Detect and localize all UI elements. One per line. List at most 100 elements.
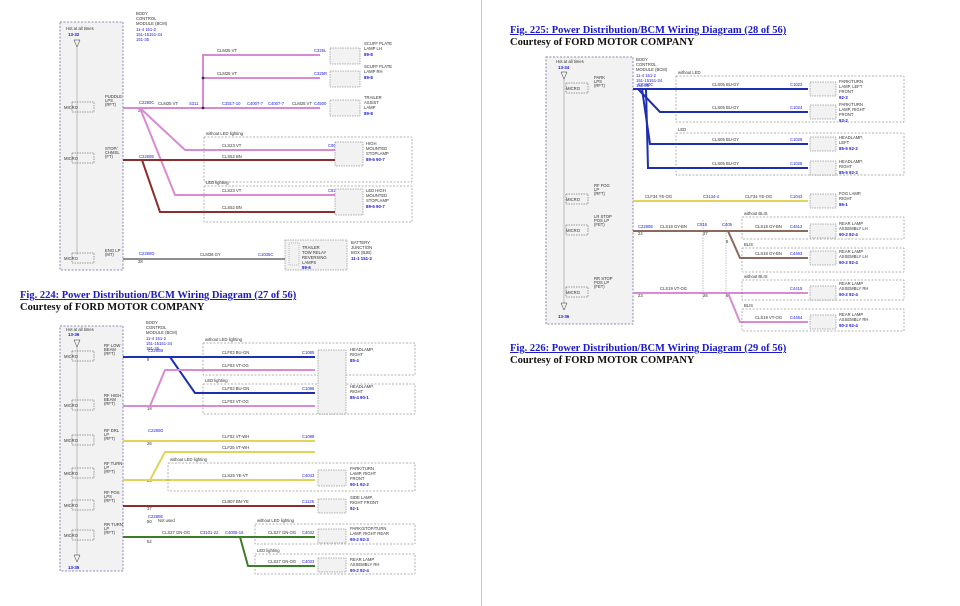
svg-text:C3317-10: C3317-10 — [222, 101, 241, 106]
svg-text:6: 6 — [726, 239, 729, 244]
svg-text:C405: C405 — [722, 222, 733, 227]
svg-text:CONTROL: CONTROL — [146, 325, 167, 330]
svg-text:92-2: 92-2 — [839, 95, 848, 100]
wire-cls18 — [633, 230, 808, 259]
svg-text:without BLIS: without BLIS — [744, 211, 768, 216]
svg-text:ENG LP: ENG LP — [105, 248, 121, 253]
svg-text:C3134-4: C3134-4 — [703, 194, 720, 199]
svg-text:FRONT: FRONT — [839, 89, 854, 94]
svg-text:HEADLAMP,: HEADLAMP, — [350, 347, 374, 352]
svg-text:C1043: C1043 — [790, 194, 803, 199]
svg-text:(FET): (FET) — [594, 222, 605, 227]
svg-text:RIGHT FRONT: RIGHT FRONT — [350, 500, 379, 505]
svg-text:(RFT): (RFT) — [104, 436, 116, 441]
svg-text:(RFT): (RFT) — [104, 530, 116, 535]
svg-text:27: 27 — [703, 231, 708, 236]
svg-text:PARK: PARK — [594, 75, 605, 80]
svg-text:POS LP: POS LP — [594, 280, 609, 285]
svg-text:11-4 151-2: 11-4 151-2 — [136, 27, 157, 32]
load-rear-lamp-lh-2: REAR LAMP ASSEMBLY LH 90-2 92-4 — [809, 249, 868, 266]
fig-224-link[interactable]: Fig. 224: Power Distribution/BCM Wiring … — [20, 290, 297, 301]
svg-text:C2280B: C2280B — [148, 348, 163, 353]
svg-text:MOUNTED: MOUNTED — [366, 146, 387, 151]
svg-text:RIGHT: RIGHT — [839, 196, 852, 201]
svg-text:ASSEMBLY RH: ASSEMBLY RH — [350, 562, 379, 567]
svg-text:CLS52 BN: CLS52 BN — [222, 205, 242, 210]
svg-text:LPS: LPS — [594, 79, 602, 84]
svg-text:without LED lighting: without LED lighting — [170, 457, 208, 462]
load-rear-lamp-assembly-rh: REAR LAMP ASSEMBLY RH 90-2 92-4 — [317, 557, 379, 573]
svg-text:CLS23 VT: CLS23 VT — [222, 143, 242, 148]
fig-226-link[interactable]: Fig. 226: Power Distribution/BCM Wiring … — [510, 343, 787, 354]
svg-text:BODY: BODY — [636, 57, 648, 62]
svg-text:(FT): (FT) — [105, 154, 114, 159]
svg-text:C1024: C1024 — [790, 105, 803, 110]
svg-text:STOPLAMP: STOPLAMP — [366, 151, 389, 156]
svg-text:CLS19 VT-OG: CLS19 VT-OG — [660, 286, 687, 291]
load-park-stop-turn-right-rear: PARK/STOP/TURN LAMP, RIGHT REAR 90-2 92-… — [317, 526, 389, 544]
svg-text:52: 52 — [147, 539, 152, 544]
svg-text:CLS52 BN: CLS52 BN — [222, 154, 242, 159]
figure-caption-224: Fig. 224: Power Distribution/BCM Wiring … — [20, 290, 296, 302]
wire-clf03-bu — [123, 356, 315, 394]
load-fog-lamp-right: FOG LAMP, RIGHT 86-1 — [809, 191, 861, 209]
svg-text:151-35: 151-35 — [636, 83, 650, 88]
svg-text:90-2 92-4: 90-2 92-4 — [350, 568, 369, 573]
svg-text:LP: LP — [594, 187, 599, 192]
svg-text:(RFT): (RFT) — [105, 102, 117, 107]
svg-text:151-15151-34: 151-15151-34 — [136, 32, 163, 37]
svg-text:MICRO: MICRO — [64, 256, 79, 261]
svg-text:(RFT): (RFT) — [104, 498, 116, 503]
svg-text:CHMSL: CHMSL — [105, 150, 120, 155]
svg-text:11-1 151-2: 11-1 151-2 — [351, 256, 373, 261]
svg-text:(RFT): (RFT) — [594, 191, 606, 196]
svg-text:without LED lighting: without LED lighting — [205, 337, 243, 342]
svg-text:C1126: C1126 — [302, 499, 315, 504]
svg-text:LP: LP — [104, 465, 109, 470]
svg-text:CLF03 BU-GN: CLF03 BU-GN — [222, 386, 249, 391]
svg-text:RR STOP: RR STOP — [594, 276, 613, 281]
load-headlamp-left: HEADLAMP, LEFT 85-5 92-2 — [809, 135, 863, 152]
bcm-label: BODY — [136, 11, 148, 16]
svg-text:C1088: C1088 — [302, 434, 315, 439]
svg-text:C4463: C4463 — [790, 251, 803, 256]
svg-text:C325L: C325L — [314, 48, 327, 53]
svg-text:C325R: C325R — [314, 71, 327, 76]
svg-text:MICRO: MICRO — [566, 197, 581, 202]
fig-225-link[interactable]: Fig. 225: Power Distribution/BCM Wiring … — [510, 25, 787, 36]
svg-text:Hot at all times: Hot at all times — [556, 59, 584, 64]
svg-text:BATTERY: BATTERY — [351, 240, 370, 245]
svg-text:LAMP, RIGHT REAR: LAMP, RIGHT REAR — [350, 531, 389, 536]
svg-text:TRAILER: TRAILER — [302, 245, 320, 250]
svg-text:REAR LAMP: REAR LAMP — [839, 221, 863, 226]
svg-text:CLS23 VT: CLS23 VT — [222, 188, 242, 193]
svg-text:CLF34 YE-OG: CLF34 YE-OG — [645, 194, 672, 199]
svg-text:50: 50 — [147, 519, 152, 524]
svg-text:MICRO: MICRO — [566, 228, 581, 233]
svg-text:CLS05 BU-GY: CLS05 BU-GY — [712, 105, 739, 110]
load-headlamp-right: HEADLAMP, RIGHT 85-5 92-2 — [809, 159, 863, 176]
svg-text:89-6 90-7: 89-6 90-7 — [366, 157, 385, 162]
svg-text:FRONT: FRONT — [839, 112, 854, 117]
svg-text:86-1: 86-1 — [839, 202, 848, 207]
svg-text:LED lighting: LED lighting — [206, 180, 229, 185]
load-rear-lamp-lh-1: REAR LAMP ASSEMBLY LH 90-2 92-4 — [809, 221, 868, 239]
svg-text:(MT): (MT) — [105, 252, 114, 257]
svg-text:REAR LAMP: REAR LAMP — [839, 312, 863, 317]
fuse-icon — [560, 71, 568, 80]
svg-text:LPS: LPS — [105, 98, 113, 103]
svg-text:LAMP, RIGHT: LAMP, RIGHT — [839, 107, 866, 112]
svg-text:CLS05 BU-GY: CLS05 BU-GY — [712, 137, 739, 142]
svg-text:24: 24 — [638, 231, 643, 236]
load-led-high-mounted-stoplamp: LED HIGH MOUNTED STOPLAMP 89-6 90-7 — [334, 188, 389, 216]
svg-text:LP: LP — [104, 526, 109, 531]
svg-text:85-5 92-2: 85-5 92-2 — [839, 170, 858, 175]
svg-text:C4612: C4612 — [790, 224, 803, 229]
svg-text:(RFT): (RFT) — [104, 401, 116, 406]
svg-text:RF DRL: RF DRL — [104, 428, 120, 433]
svg-text:CLS27 GN-OG: CLS27 GN-OG — [268, 530, 296, 535]
svg-text:LED HIGH: LED HIGH — [366, 188, 386, 193]
svg-text:C4500: C4500 — [314, 101, 327, 106]
svg-text:BOX (BJB): BOX (BJB) — [351, 250, 372, 255]
